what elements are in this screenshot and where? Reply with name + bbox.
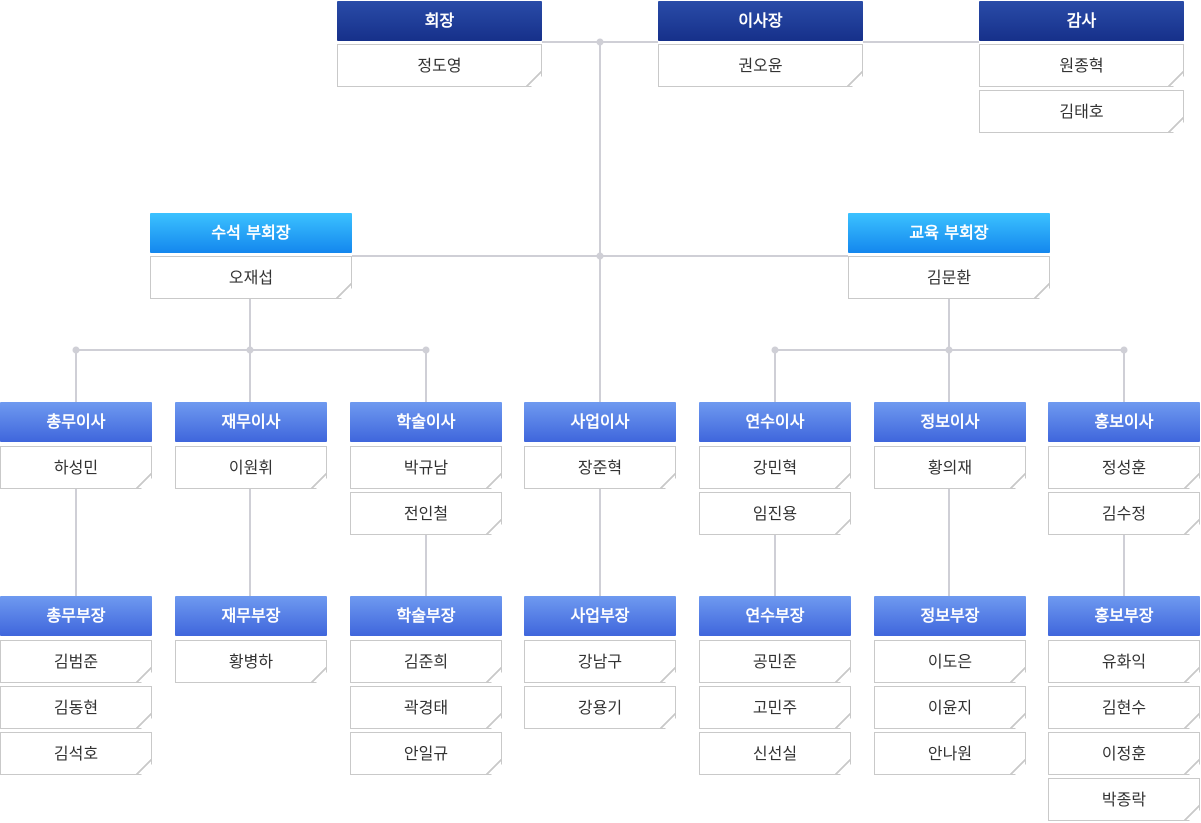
manager-name: 이정훈 [1048, 732, 1200, 775]
manager-title: 정보부장 [874, 596, 1026, 636]
manager-name: 김석호 [0, 732, 152, 775]
director-title: 정보이사 [874, 402, 1026, 442]
manager-name: 공민준 [699, 640, 851, 683]
director-unit: 홍보이사 정성훈 김수정 [1048, 402, 1200, 535]
auditor-unit: 감사 원종혁 김태호 [979, 1, 1184, 133]
manager-title: 총무부장 [0, 596, 152, 636]
manager-unit: 학술부장 김준희 곽경태 안일규 [350, 596, 502, 775]
board-chair-title: 이사장 [658, 1, 863, 41]
chairman-unit: 회장 정도영 [337, 1, 542, 87]
director-name: 이원휘 [175, 446, 327, 489]
director-name: 황의재 [874, 446, 1026, 489]
director-title: 홍보이사 [1048, 402, 1200, 442]
manager-name: 이윤지 [874, 686, 1026, 729]
auditor-title: 감사 [979, 1, 1184, 41]
director-name: 김수정 [1048, 492, 1200, 535]
junction-dot [72, 346, 80, 354]
manager-name: 유화익 [1048, 640, 1200, 683]
manager-name: 곽경태 [350, 686, 502, 729]
manager-unit: 재무부장 황병하 [175, 596, 327, 683]
manager-title: 홍보부장 [1048, 596, 1200, 636]
junction-dot [422, 346, 430, 354]
manager-title: 연수부장 [699, 596, 851, 636]
senior-vice-unit: 수석 부회장 오재섭 [150, 213, 352, 299]
auditor-name: 원종혁 [979, 44, 1184, 87]
manager-name: 이도은 [874, 640, 1026, 683]
director-title: 학술이사 [350, 402, 502, 442]
board-chair-unit: 이사장 권오윤 [658, 1, 863, 87]
junction-dot [246, 346, 254, 354]
manager-name: 안나원 [874, 732, 1026, 775]
auditor-name: 김태호 [979, 90, 1184, 133]
director-name: 하성민 [0, 446, 152, 489]
manager-unit: 연수부장 공민준 고민주 신선실 [699, 596, 851, 775]
manager-name: 황병하 [175, 640, 327, 683]
manager-name: 김현수 [1048, 686, 1200, 729]
manager-unit: 사업부장 강남구 강용기 [524, 596, 676, 729]
director-title: 사업이사 [524, 402, 676, 442]
director-unit: 재무이사 이원휘 [175, 402, 327, 489]
director-title: 연수이사 [699, 402, 851, 442]
director-unit: 사업이사 장준혁 [524, 402, 676, 489]
director-unit: 연수이사 강민혁 임진용 [699, 402, 851, 535]
manager-title: 사업부장 [524, 596, 676, 636]
manager-title: 재무부장 [175, 596, 327, 636]
manager-name: 강남구 [524, 640, 676, 683]
director-unit: 학술이사 박규남 전인철 [350, 402, 502, 535]
director-name: 정성훈 [1048, 446, 1200, 489]
manager-unit: 총무부장 김범준 김동현 김석호 [0, 596, 152, 775]
manager-name: 고민주 [699, 686, 851, 729]
director-name: 박규남 [350, 446, 502, 489]
education-vice-unit: 교육 부회장 김문환 [848, 213, 1050, 299]
manager-title: 학술부장 [350, 596, 502, 636]
senior-vice-title: 수석 부회장 [150, 213, 352, 253]
manager-name: 김범준 [0, 640, 152, 683]
junction-dot [945, 346, 953, 354]
director-name: 전인철 [350, 492, 502, 535]
board-chair-name: 권오윤 [658, 44, 863, 87]
education-vice-title: 교육 부회장 [848, 213, 1050, 253]
manager-unit: 홍보부장 유화익 김현수 이정훈 박종락 [1048, 596, 1200, 821]
junction-dot [1120, 346, 1128, 354]
director-unit: 정보이사 황의재 [874, 402, 1026, 489]
manager-name: 김준희 [350, 640, 502, 683]
chairman-title: 회장 [337, 1, 542, 41]
chairman-name: 정도영 [337, 44, 542, 87]
manager-name: 김동현 [0, 686, 152, 729]
director-unit: 총무이사 하성민 [0, 402, 152, 489]
senior-vice-name: 오재섭 [150, 256, 352, 299]
manager-name: 신선실 [699, 732, 851, 775]
junction-dot [596, 38, 604, 46]
manager-name: 박종락 [1048, 778, 1200, 821]
manager-name: 강용기 [524, 686, 676, 729]
education-vice-name: 김문환 [848, 256, 1050, 299]
director-name: 장준혁 [524, 446, 676, 489]
director-name: 임진용 [699, 492, 851, 535]
junction-dot [771, 346, 779, 354]
manager-unit: 정보부장 이도은 이윤지 안나원 [874, 596, 1026, 775]
manager-name: 안일규 [350, 732, 502, 775]
director-title: 총무이사 [0, 402, 152, 442]
director-title: 재무이사 [175, 402, 327, 442]
junction-dot [596, 252, 604, 260]
director-name: 강민혁 [699, 446, 851, 489]
